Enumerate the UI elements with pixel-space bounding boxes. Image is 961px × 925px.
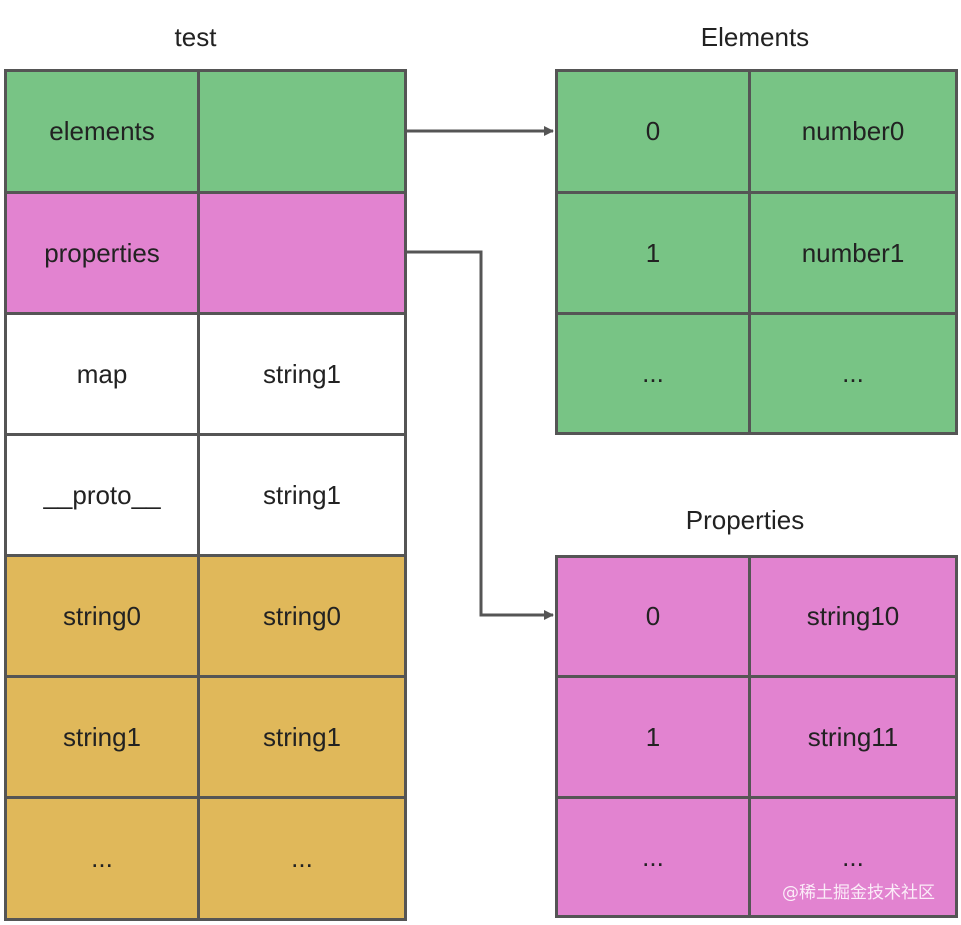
test-object-title: test (174, 22, 217, 52)
test-row-string0-value: string0 (197, 554, 407, 678)
properties-row-1-value: string11 (748, 675, 958, 799)
test-row-properties-pointer (197, 191, 407, 315)
elements-row-ellipsis-value: ... (748, 312, 958, 435)
properties-row-ellipsis-index: ... (555, 796, 751, 918)
properties-row-0-value: string10 (748, 555, 958, 678)
test-row-elements-pointer (197, 69, 407, 194)
test-row-string1-key: string1 (4, 675, 200, 799)
test-row-string1-value: string1 (197, 675, 407, 799)
elements-row-ellipsis-index: ... (555, 312, 751, 435)
properties-store-title: Properties (685, 505, 805, 535)
watermark: @稀土掘金技术社区 (782, 883, 935, 903)
elements-row-1-index: 1 (555, 191, 751, 315)
test-row-properties-key: properties (4, 191, 200, 315)
test-row-ellipsis-value: ... (197, 796, 407, 921)
properties-pointer-arrow (407, 250, 554, 620)
test-row-map-value: string1 (197, 312, 407, 436)
test-row-map-key: map (4, 312, 200, 436)
elements-store-title: Elements (700, 22, 810, 52)
test-row-proto-key: __proto__ (4, 433, 200, 557)
elements-row-1-value: number1 (748, 191, 958, 315)
test-row-elements-key: elements (4, 69, 200, 194)
properties-row-1-index: 1 (555, 675, 751, 799)
elements-row-0-value: number0 (748, 69, 958, 194)
properties-row-ellipsis-value: ... (748, 796, 958, 918)
test-row-proto-value: string1 (197, 433, 407, 557)
test-row-string0-key: string0 (4, 554, 200, 678)
properties-row-0-index: 0 (555, 555, 751, 678)
elements-row-0-index: 0 (555, 69, 751, 194)
test-row-ellipsis-key: ... (4, 796, 200, 921)
